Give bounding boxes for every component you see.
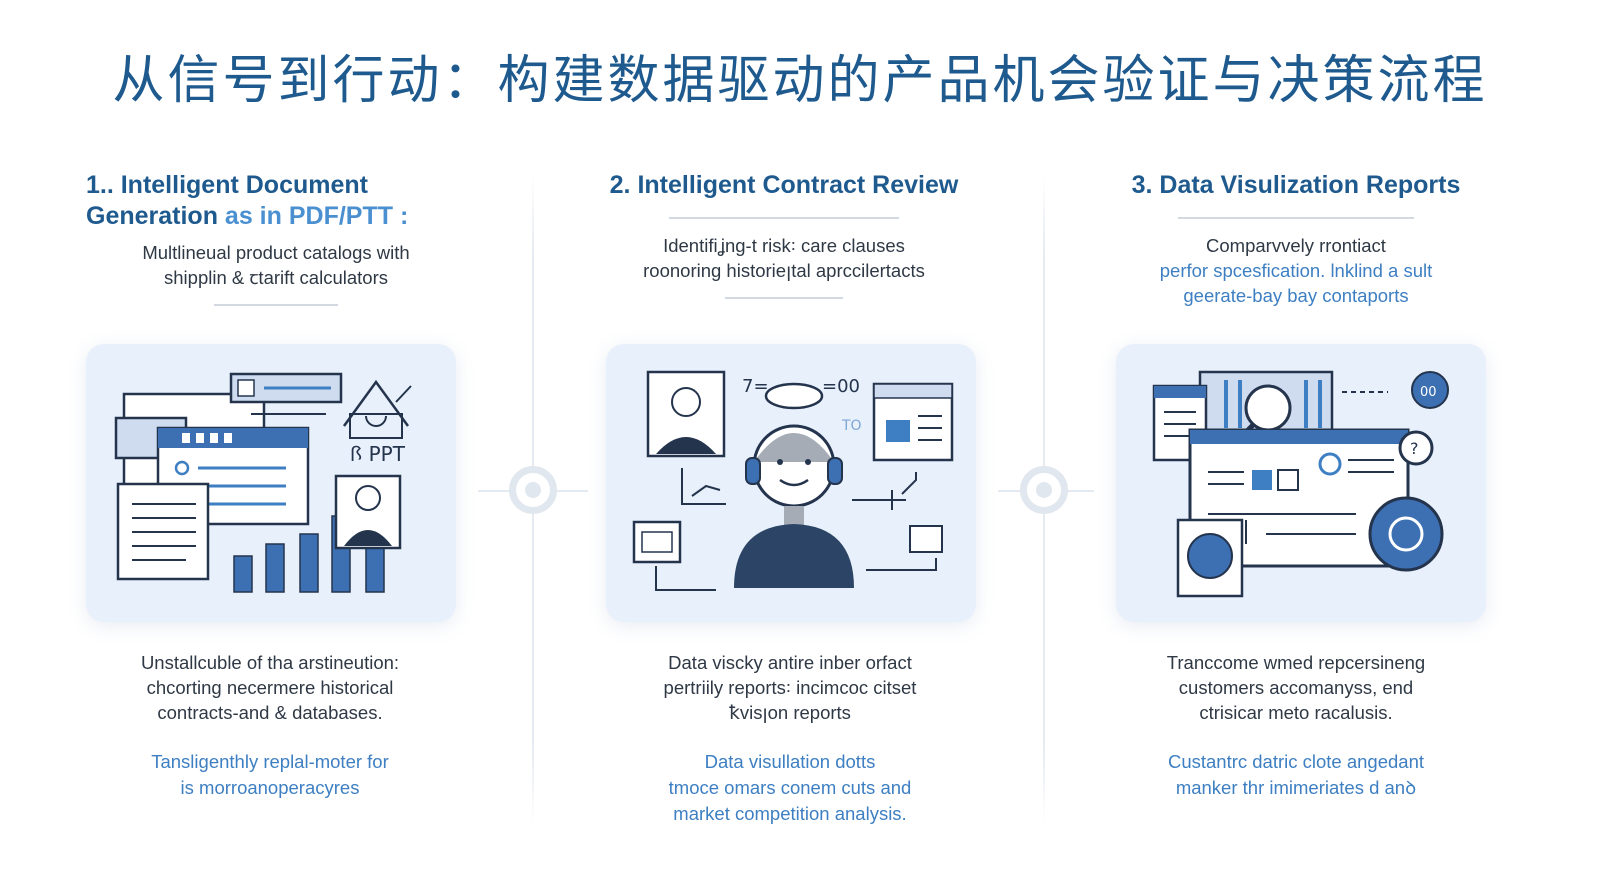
step-3-title: 3. Data Visulization Reports <box>1131 171 1461 199</box>
connector-node <box>1020 466 1068 514</box>
step-3-rule <box>1178 217 1414 219</box>
step-2-rule-bottom <box>725 297 843 299</box>
svg-text:00: 00 <box>1420 385 1437 400</box>
svg-text:ꟗ PPT: ꟗ PPT <box>350 442 406 466</box>
step-1-rule <box>214 304 338 306</box>
step-2-highlight: Data visullation dotts tmoce omars conem… <box>668 751 912 824</box>
step-3-description: Tranccome wmed repcersineng customers ac… <box>1166 652 1426 723</box>
step-2-rule <box>669 217 899 219</box>
step-2-subtitle: Identifiʝng-t risk꞉ care clauses roonori… <box>643 235 925 281</box>
svg-text:=00: =00 <box>822 376 860 397</box>
step-2-title: 2. Intelligent Contract Review <box>609 171 959 199</box>
step-1-highlight: Tansligenthly replal-moter for is morroa… <box>151 751 389 798</box>
step-2-description: Data viscky antire inber orfact pertriil… <box>663 652 917 723</box>
step-2-column: 2. Intelligent Contract Review Identifiʝ… <box>524 170 1044 299</box>
svg-text:7=: 7= <box>742 376 769 397</box>
connector-node <box>509 466 557 514</box>
step-1-title: 1.. Intelligent Document Generation as i… <box>86 171 409 230</box>
svg-text:TO: TO <box>841 418 862 434</box>
step-3-highlight: Custantrc datric clote angedant manker t… <box>1167 751 1425 798</box>
step-1-column: 1.. Intelligent Document Generation as i… <box>86 170 466 306</box>
step-1-subtitle: Multlineual product catalogs with shippl… <box>142 242 410 288</box>
step-3-illustration: 00 ? <box>1116 344 1486 622</box>
step-3-column: 3. Data Visulization Reports Comparvvely… <box>1036 170 1556 308</box>
step-3-subtitle: Comparvvely rrontiact perfor spcesficati… <box>1159 235 1433 306</box>
svg-text:?: ? <box>1410 439 1419 458</box>
step-2-illustration: 7= =00 TO <box>606 344 976 622</box>
page-title: 从信号到行动：构建数据驱动的产品机会验证与决策流程 <box>112 51 1488 111</box>
step-1-illustration: ꟗ PPT <box>86 344 456 622</box>
step-1-description: Unstallcuble of tha arstineution: chcort… <box>140 652 400 723</box>
